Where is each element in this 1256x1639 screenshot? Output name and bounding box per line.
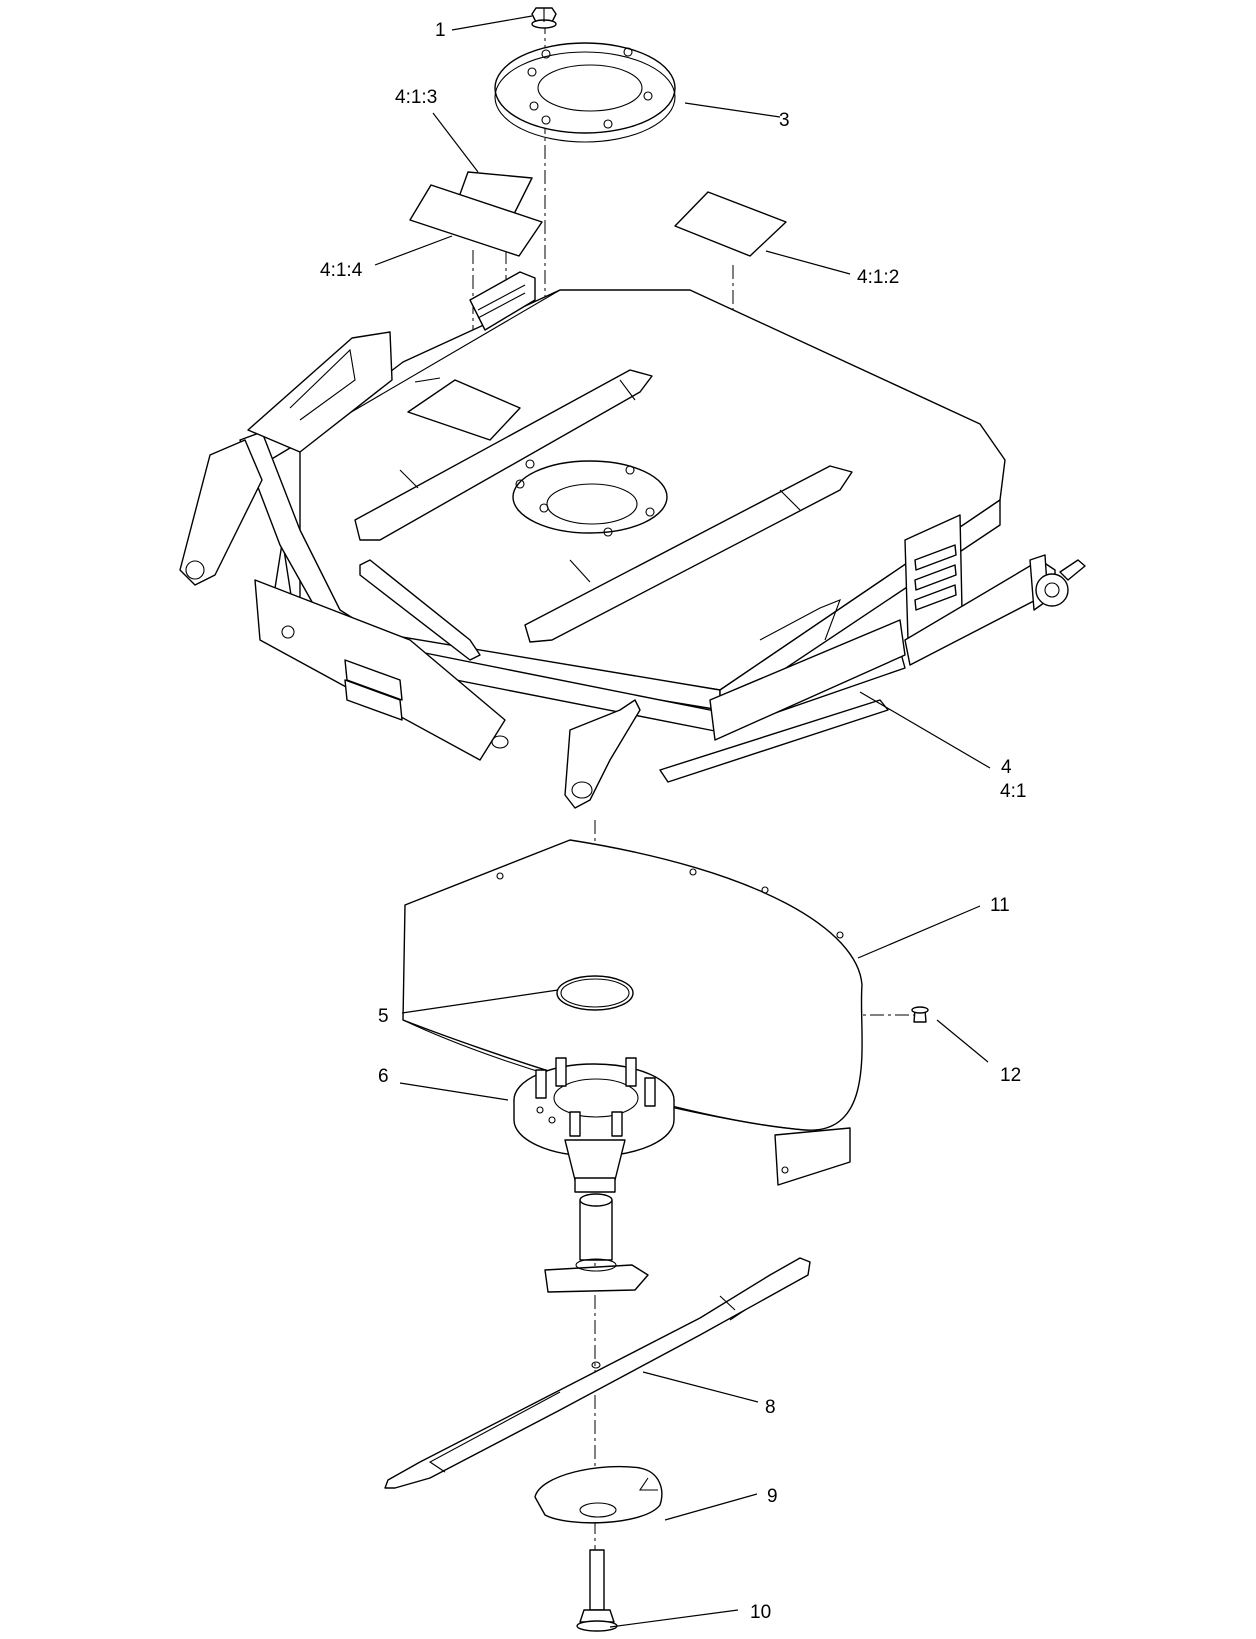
callout-12: 12 (1000, 1065, 1021, 1086)
part-11-baffle (402, 839, 863, 1186)
part-10-bolt (576, 1549, 618, 1632)
callout-3: 3 (779, 110, 790, 131)
callout-9: 9 (767, 1486, 778, 1507)
callout-4-1: 4:1 (1000, 781, 1026, 802)
part-9-blade-washer (534, 1465, 663, 1524)
callout-11: 11 (990, 895, 1010, 916)
part-12-bolt (911, 1006, 929, 1023)
callout-5: 5 (378, 1006, 389, 1027)
leader-lines (374, 15, 991, 1628)
callout-labels: 1 3 4:1:3 4:1:4 4:1:2 4 4:1 11 5 6 12 8 … (320, 20, 1026, 1623)
callout-4-1-3: 4:1:3 (395, 87, 437, 108)
part-5-o-ring (556, 975, 634, 1011)
callout-1: 1 (435, 20, 446, 41)
callout-6: 6 (378, 1066, 389, 1087)
part-6-spindle-housing (513, 1057, 675, 1193)
part-3-ring-plate (494, 42, 676, 143)
callout-4-1-2: 4:1:2 (857, 267, 899, 288)
part-4-mower-deck (179, 271, 1086, 809)
callout-8: 8 (765, 1397, 776, 1418)
callout-4: 4 (1001, 757, 1012, 778)
decals (409, 171, 787, 257)
part-8-blade (384, 1257, 811, 1489)
spindle-shaft (544, 1193, 649, 1293)
decal-4-1-4 (409, 184, 543, 257)
callout-10: 10 (750, 1602, 771, 1623)
callout-4-1-4: 4:1:4 (320, 260, 363, 281)
part-1-nut (531, 7, 557, 29)
decal-4-1-2 (674, 191, 787, 257)
centerlines (472, 20, 915, 1600)
